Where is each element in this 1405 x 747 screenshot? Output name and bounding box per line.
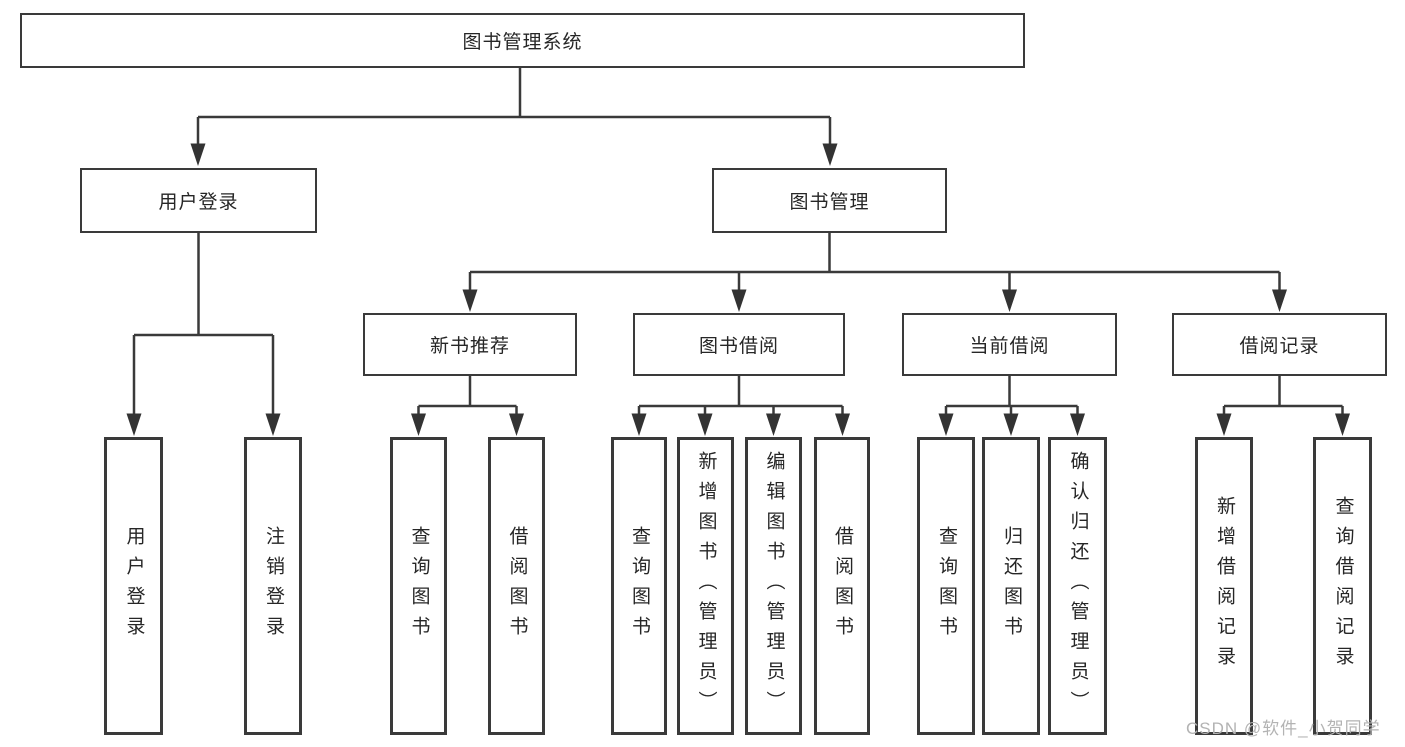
connector-records-to-leaves (1216, 376, 1350, 436)
leaf-edit-book-admin-label: 编辑图书（管理员） (763, 451, 785, 721)
node-book-borrow-label: 图书借阅 (698, 336, 779, 357)
node-book-management: 图书管理 (712, 168, 947, 233)
leaf-query-books-2-label: 查询图书 (628, 526, 650, 646)
leaf-confirm-return-admin: 确认归还（管理员） (1048, 437, 1107, 735)
leaf-query-books-1-label: 查询图书 (408, 526, 430, 646)
leaf-borrow-books-2: 借阅图书 (814, 437, 870, 735)
leaf-add-book-admin: 新增图书（管理员） (677, 437, 734, 735)
leaf-query-borrow-record-label: 查询借阅记录 (1332, 496, 1354, 676)
leaf-edit-book-admin: 编辑图书（管理员） (745, 437, 802, 735)
leaf-user-login-label: 用户登录 (123, 526, 145, 646)
node-book-management-label: 图书管理 (789, 192, 870, 213)
leaf-query-borrow-record: 查询借阅记录 (1313, 437, 1372, 735)
node-current-borrow-label: 当前借阅 (969, 336, 1050, 357)
leaf-borrow-books-2-label: 借阅图书 (831, 526, 853, 646)
leaf-add-book-admin-label: 新增图书（管理员） (695, 451, 717, 721)
connector-root-to-level2 (190, 68, 838, 166)
connector-newbook-to-leaves (411, 376, 524, 436)
node-book-borrow: 图书借阅 (633, 313, 845, 376)
connector-current-to-leaves (938, 376, 1085, 436)
node-user-login: 用户登录 (80, 168, 317, 233)
leaf-query-books-1: 查询图书 (390, 437, 447, 735)
leaf-add-borrow-record: 新增借阅记录 (1195, 437, 1253, 735)
leaf-confirm-return-admin-label: 确认归还（管理员） (1067, 451, 1089, 721)
node-root-label: 图书管理系统 (462, 32, 583, 53)
node-borrow-records-label: 借阅记录 (1239, 336, 1320, 357)
leaf-return-book: 归还图书 (982, 437, 1040, 735)
leaf-borrow-books-1: 借阅图书 (488, 437, 545, 735)
node-user-login-label: 用户登录 (158, 192, 239, 213)
leaf-return-book-label: 归还图书 (1000, 526, 1022, 646)
leaf-query-books-3: 查询图书 (917, 437, 975, 735)
node-current-borrow: 当前借阅 (902, 313, 1117, 376)
node-root: 图书管理系统 (20, 13, 1025, 68)
leaf-add-borrow-record-label: 新增借阅记录 (1213, 496, 1235, 676)
node-new-book-recommend-label: 新书推荐 (429, 336, 510, 357)
leaf-query-books-3-label: 查询图书 (935, 526, 957, 646)
node-new-book-recommend: 新书推荐 (363, 313, 577, 376)
leaf-logout: 注销登录 (244, 437, 302, 735)
connector-login-to-leaves (126, 233, 281, 436)
leaf-query-books-2: 查询图书 (611, 437, 667, 735)
connector-borrow-to-leaves (631, 376, 850, 436)
leaf-borrow-books-1-label: 借阅图书 (506, 526, 528, 646)
connector-mgmt-to-level3 (462, 233, 1287, 312)
leaf-logout-label: 注销登录 (262, 526, 284, 646)
csdn-watermark: CSDN @软件_小贺同学 (1186, 719, 1381, 738)
leaf-user-login: 用户登录 (104, 437, 163, 735)
node-borrow-records: 借阅记录 (1172, 313, 1387, 376)
